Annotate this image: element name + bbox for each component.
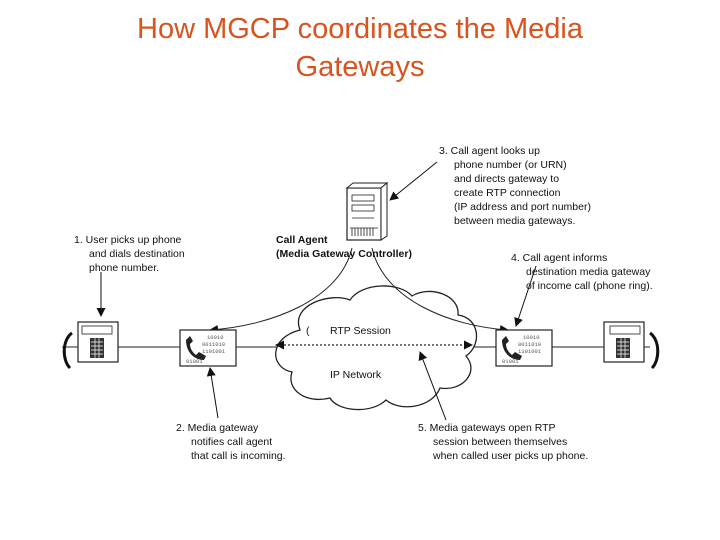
rtp-session-label: RTP Session	[330, 325, 391, 337]
step3-line-5: (IP address and port number)	[454, 201, 591, 213]
control-link-left	[209, 247, 353, 334]
ip-network-label: IP Network	[330, 369, 382, 381]
right-gateway-bits-4: 01001	[502, 358, 519, 365]
call-agent-line-2: (Media Gateway Controller)	[276, 248, 412, 260]
step4-line-2: destination media gateway	[526, 266, 651, 278]
step1-callout: 1. User picks up phone and dials destina…	[74, 234, 185, 274]
right-gateway-bits-3: 1101001	[518, 348, 542, 355]
title-line-1: How MGCP coordinates the Media	[137, 13, 583, 45]
step2-callout: 2. Media gateway notifies call agent tha…	[176, 422, 286, 462]
left-gateway-bits-4: 01001	[186, 358, 203, 365]
left-gateway-bits-2: 0011010	[202, 341, 225, 348]
step3-arrow	[389, 161, 438, 201]
step5-line-2: session between themselves	[433, 436, 567, 448]
right-media-gateway-icon: 10010 0011010 1101001 01001	[495, 329, 553, 367]
control-link-right	[371, 247, 509, 334]
step4-callout: 4. Call agent informs destination media …	[511, 252, 653, 292]
ip-network-cloud	[275, 285, 478, 411]
step2-line-3: that call is incoming.	[191, 450, 286, 462]
left-gateway-bits-1: 10010	[207, 334, 224, 341]
left-gateway-bits-3: 1101001	[202, 348, 226, 355]
step2-line-2: notifies call agent	[191, 436, 272, 448]
left-phone-icon	[62, 321, 119, 370]
step3-line-3: and directs gateway to	[454, 173, 559, 185]
step1-line-1: 1. User picks up phone	[74, 234, 182, 246]
step3-line-4: create RTP connection	[454, 187, 561, 199]
step3-line-6: between media gateways.	[454, 215, 575, 227]
step5-line-3: when called user picks up phone.	[432, 450, 588, 462]
step2-arrow	[206, 367, 219, 419]
call-agent-server-icon	[345, 181, 389, 241]
right-gateway-bits-2: 0011010	[518, 341, 541, 348]
call-agent-label: Call Agent (Media Gateway Controller)	[276, 234, 412, 260]
step3-callout: 3. Call agent looks up phone number (or …	[439, 145, 591, 227]
rtp-session-marker: (	[306, 325, 310, 337]
right-gateway-bits-1: 10010	[523, 334, 540, 341]
step3-line-1: 3. Call agent looks up	[439, 145, 540, 157]
step4-line-1: 4. Call agent informs	[511, 252, 607, 264]
slide-title: How MGCP coordinates the Media Gateways	[60, 10, 660, 86]
step5-line-1: 5. Media gateways open RTP	[418, 422, 556, 434]
step1-line-3: phone number.	[89, 262, 159, 274]
step4-arrow	[514, 265, 537, 327]
step3-line-2: phone number (or URN)	[454, 159, 567, 171]
right-phone-icon	[603, 321, 660, 370]
step5-callout: 5. Media gateways open RTP session betwe…	[418, 422, 588, 462]
title-line-2: Gateways	[295, 51, 425, 83]
left-media-gateway-icon: 10010 0011010 1101001 01001	[179, 329, 237, 367]
step1-line-2: and dials destination	[89, 248, 185, 260]
step2-line-1: 2. Media gateway	[176, 422, 259, 434]
step5-arrow	[418, 351, 447, 421]
call-agent-line-1: Call Agent	[276, 234, 328, 246]
step4-line-3: of income call (phone ring).	[526, 280, 653, 292]
